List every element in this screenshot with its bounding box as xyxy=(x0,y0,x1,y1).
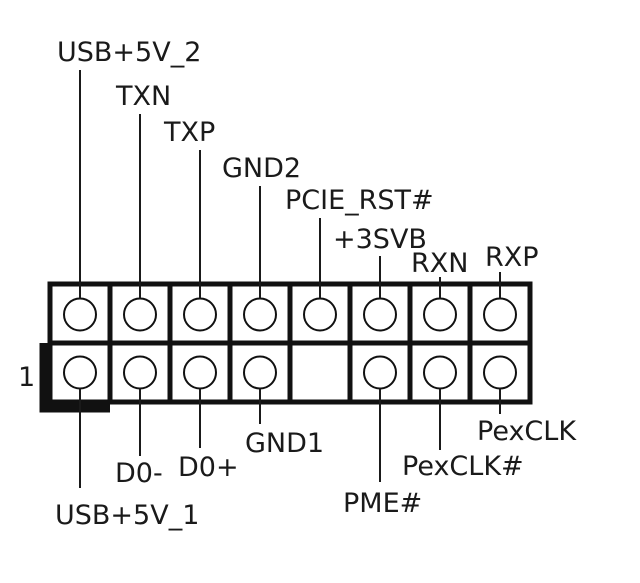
label-pcie-rst: PCIE_RST# xyxy=(285,185,434,216)
pin-bottom-3 xyxy=(183,355,217,390)
label-gnd2: GND2 xyxy=(222,153,301,184)
pin-bottom-6 xyxy=(363,355,397,390)
label-usb-5v-2: USB+5V_2 xyxy=(57,37,201,68)
pin-top-8 xyxy=(483,297,517,332)
label-pme: PME# xyxy=(343,488,422,519)
label-pexclk-hash: PexCLK# xyxy=(402,451,524,482)
pin-top-4 xyxy=(243,297,277,332)
label-d0-minus: D0- xyxy=(115,458,163,489)
lead-lines xyxy=(79,70,501,488)
pin-bottom-1 xyxy=(63,355,97,390)
label-txn: TXN xyxy=(115,81,171,112)
pin-bottom-8 xyxy=(483,355,517,390)
label-rxn: RXN xyxy=(411,248,468,279)
pin-bottom-4 xyxy=(243,355,277,390)
pin-top-2 xyxy=(123,297,157,332)
pin-top-7 xyxy=(423,297,457,332)
label-txp: TXP xyxy=(163,117,215,148)
pin-bottom-7 xyxy=(423,355,457,390)
label-rxp: RXP xyxy=(485,242,539,273)
label-3svb: +3SVB xyxy=(333,224,427,255)
bottom-row-cell xyxy=(287,340,353,405)
pin-top-5 xyxy=(303,297,337,332)
pin-top-3 xyxy=(183,297,217,332)
label-gnd1: GND1 xyxy=(245,428,324,459)
pin1-bracket xyxy=(39,343,110,413)
pin-bottom-2 xyxy=(123,355,157,390)
connector-grid xyxy=(39,281,533,413)
pin-top-1 xyxy=(63,297,97,332)
label-d0-plus: D0+ xyxy=(178,452,239,483)
label-usb-5v-1: USB+5V_1 xyxy=(55,500,199,531)
pin1-marker: 1 xyxy=(18,362,35,393)
pin-top-6 xyxy=(363,297,397,332)
label-pexclk: PexCLK xyxy=(477,416,577,447)
pin-labels: USB+5V_2 TXN TXP GND2 PCIE_RST# +3SVB RX… xyxy=(18,37,577,531)
